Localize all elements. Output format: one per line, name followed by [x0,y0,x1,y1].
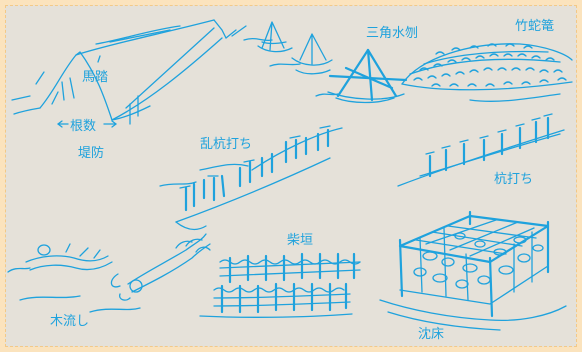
takejakago-label: 竹蛇篭 [515,19,554,34]
rangui-uchi-drawing [159,125,343,231]
kinagashi-label: 木流し [50,314,89,329]
kui-uchi-drawing [397,113,565,187]
sankaku-suiseki-label: 三角水刎 [366,26,418,41]
shibagaki-label: 柴垣 [287,233,313,248]
takejakago-drawing [401,43,573,102]
chinsho-label: 沈床 [418,327,444,342]
dike-drawing [11,19,237,128]
nekazu-label: 根数 [70,119,96,134]
kui-uchi-label: 杭打ち [494,172,533,187]
chinsho-drawing [379,210,567,331]
kinagashi-drawing [7,233,211,313]
sankaku-suiseki-drawing [231,21,408,104]
rangui-uchi-label: 乱杭打ち [200,137,252,152]
dike-label: 堤防 [78,145,104,161]
umafumi-label: 馬踏 [82,70,108,85]
shibagaki-drawing [199,252,361,318]
